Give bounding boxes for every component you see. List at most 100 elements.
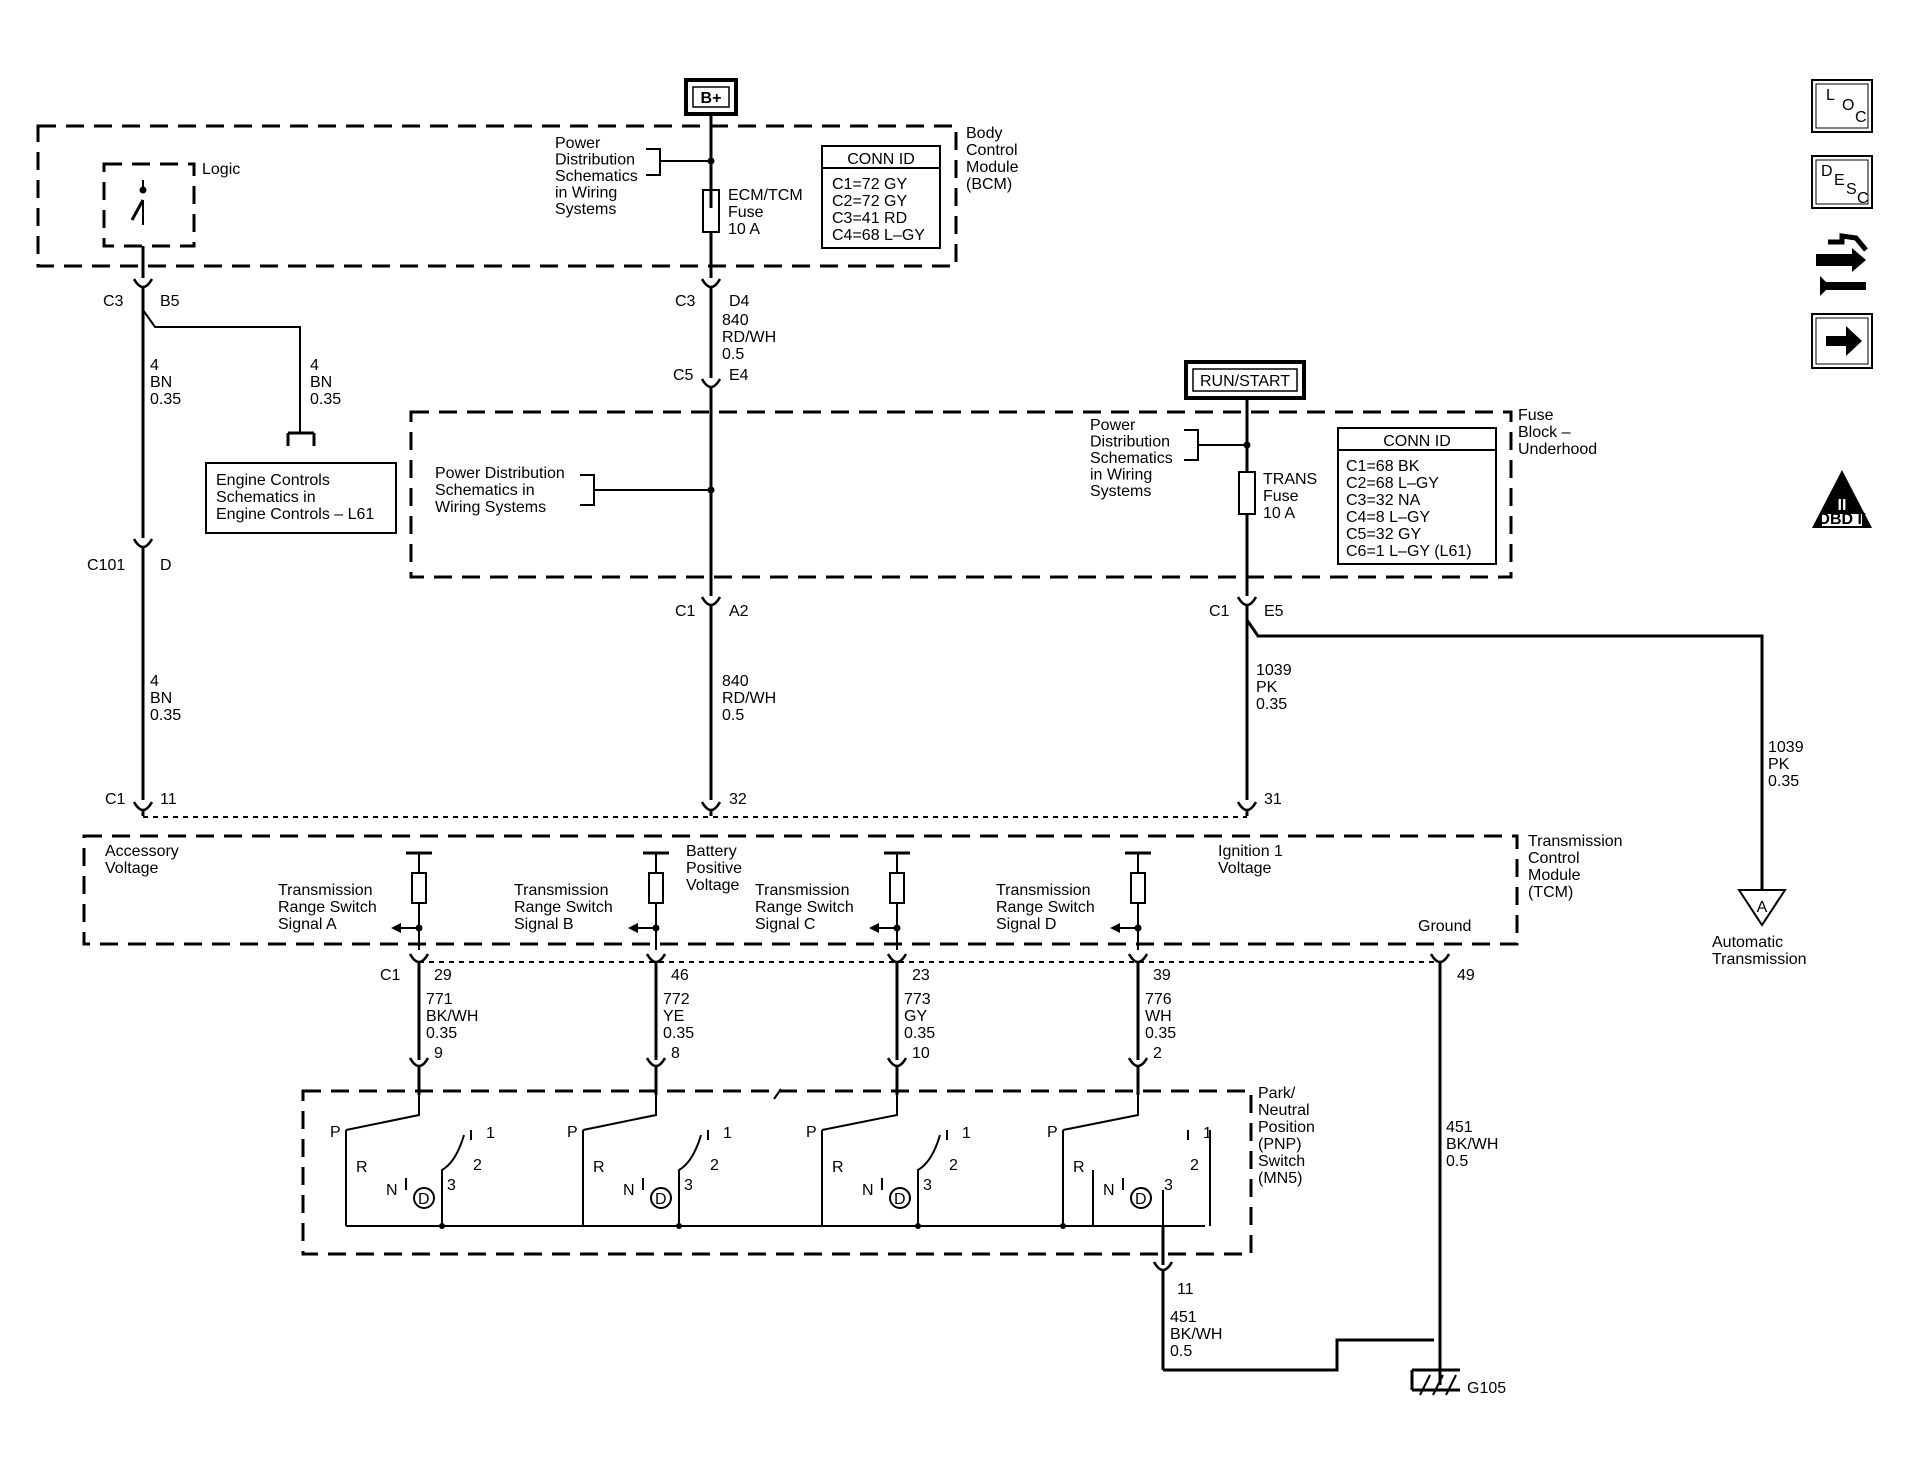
text-line: BK/WH bbox=[1170, 1326, 1222, 1343]
text-line: 4 bbox=[310, 357, 319, 374]
text-line: Schematics in bbox=[435, 482, 535, 499]
text-line: (BCM) bbox=[966, 176, 1012, 193]
text-line: Accessory bbox=[105, 843, 179, 860]
connector-cup bbox=[1127, 953, 1149, 964]
pos-d: D bbox=[655, 1191, 667, 1208]
pin-29: 29 bbox=[434, 967, 452, 984]
text-line: Systems bbox=[1090, 483, 1151, 500]
pullup-resistor bbox=[411, 872, 427, 904]
text-line: C3=41 RD bbox=[832, 210, 907, 227]
pin-46: 46 bbox=[671, 967, 689, 984]
text-line: Signal C bbox=[755, 916, 815, 933]
text-line: GY bbox=[904, 1008, 927, 1025]
connector-cup bbox=[132, 278, 154, 289]
connector-cup bbox=[132, 538, 154, 549]
bus-node bbox=[915, 1223, 921, 1229]
logic-label: Logic bbox=[202, 161, 240, 178]
runstart-source: RUN/START bbox=[1184, 360, 1306, 400]
desc-icon[interactable]: D E S C bbox=[1811, 155, 1873, 209]
wrench-arrow-icon[interactable] bbox=[1816, 233, 1868, 296]
switch-blade bbox=[821, 1095, 898, 1131]
bus-node bbox=[439, 1223, 445, 1229]
text-line: 0.35 bbox=[663, 1025, 694, 1042]
pin-11: 11 bbox=[160, 791, 177, 808]
pnp-pin-8: 8 bbox=[671, 1045, 680, 1062]
pos-2: 2 bbox=[710, 1157, 719, 1174]
conn-c3-bcm: C3 bbox=[103, 293, 124, 310]
text-line: Automatic bbox=[1712, 934, 1783, 951]
wire-runs bbox=[141, 114, 1764, 890]
conn-c1-e5: C1 bbox=[1209, 603, 1230, 620]
runstart-label: RUN/START bbox=[1200, 373, 1290, 390]
connector-cup bbox=[700, 378, 722, 389]
pos-3: 3 bbox=[447, 1177, 456, 1194]
text-line: Fuse bbox=[728, 204, 764, 221]
text-line: Power Distribution bbox=[435, 465, 565, 482]
pos-1: 1 bbox=[723, 1125, 732, 1142]
switch-blade bbox=[1062, 1095, 1139, 1131]
bplus-source: B+ bbox=[684, 78, 738, 116]
text-line: C6=1 L–GY (L61) bbox=[1346, 543, 1472, 560]
text-line: C1=68 BK bbox=[1346, 458, 1420, 475]
signal-wires bbox=[417, 968, 1140, 1095]
text-line: 773 bbox=[904, 991, 931, 1008]
text-line: Systems bbox=[555, 201, 616, 218]
text-line: 0.35 bbox=[150, 707, 181, 724]
text-line: Transmission bbox=[514, 882, 609, 899]
signal-arrow bbox=[869, 923, 879, 933]
pin-32: 32 bbox=[729, 791, 747, 808]
next-arrow-icon[interactable] bbox=[1811, 313, 1873, 369]
text-line: 0.5 bbox=[1170, 1343, 1192, 1360]
text-line: Distribution bbox=[1090, 434, 1170, 451]
pin-49: 49 bbox=[1457, 967, 1475, 984]
pos-r: R bbox=[593, 1159, 605, 1176]
pos-n: N bbox=[1103, 1182, 1115, 1199]
text-line: Transmission bbox=[278, 882, 373, 899]
text-line: in Wiring bbox=[1090, 467, 1152, 484]
text-line: Power bbox=[555, 135, 601, 152]
pullup-resistor bbox=[1130, 872, 1146, 904]
obd-ii-icon[interactable]: II OBD II bbox=[1812, 470, 1872, 528]
text-line: (PNP) bbox=[1258, 1136, 1302, 1153]
switch-blade bbox=[345, 1095, 420, 1131]
ground-id: G105 bbox=[1467, 1380, 1506, 1397]
text-line: 840 bbox=[722, 673, 749, 690]
text-line: Power bbox=[1090, 417, 1136, 434]
pos-n: N bbox=[623, 1182, 635, 1199]
conn-e4: E4 bbox=[729, 367, 749, 384]
text-line: C5=32 GY bbox=[1346, 526, 1421, 543]
conn-b5: B5 bbox=[160, 293, 180, 310]
loc-icon[interactable]: L O C bbox=[1811, 79, 1873, 133]
text-line: 4 bbox=[150, 357, 159, 374]
text-line: 1039 bbox=[1768, 739, 1804, 756]
pos-d-circle bbox=[1130, 1187, 1152, 1209]
connector-cup bbox=[408, 953, 430, 964]
pos-p: P bbox=[1047, 1124, 1058, 1141]
loc-l: L bbox=[1826, 87, 1835, 104]
pos-d-circle bbox=[413, 1187, 435, 1209]
connector-cup bbox=[700, 278, 722, 289]
text-line: BN bbox=[150, 690, 172, 707]
pos-p: P bbox=[567, 1124, 578, 1141]
pos-p: P bbox=[806, 1124, 817, 1141]
contact-arc bbox=[678, 1134, 702, 1226]
text-line: in Wiring bbox=[555, 185, 617, 202]
pos-r: R bbox=[1073, 1159, 1085, 1176]
text-line: Schematics bbox=[555, 168, 638, 185]
pin-31: 31 bbox=[1264, 791, 1282, 808]
text-line: C1=72 GY bbox=[832, 176, 907, 193]
pos-1: 1 bbox=[962, 1125, 971, 1142]
